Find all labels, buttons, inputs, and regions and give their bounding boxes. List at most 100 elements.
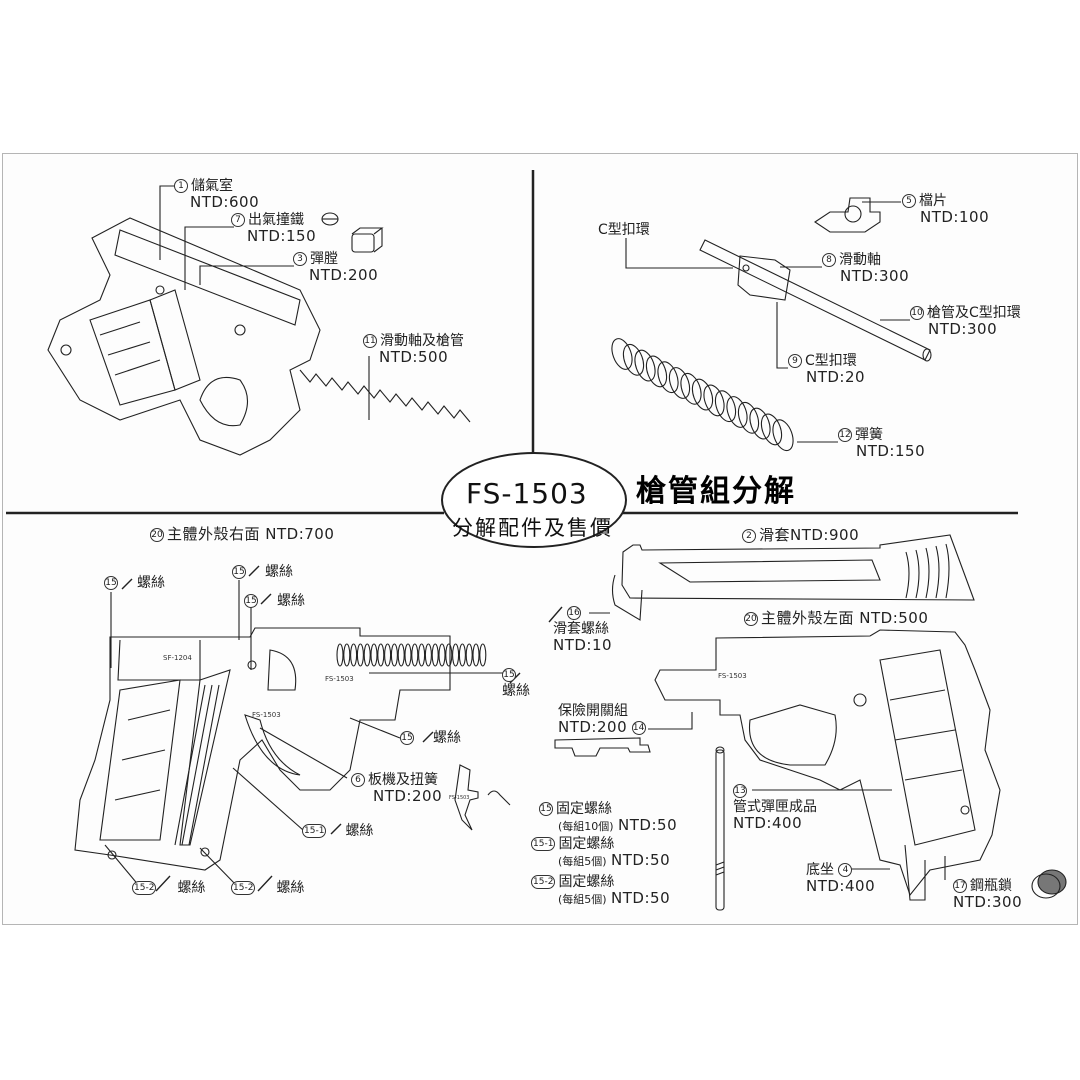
part-price: NTD:50 — [618, 816, 678, 834]
part-price: NTD:600 — [190, 193, 260, 211]
model-subtitle: 分解配件及售價 — [452, 516, 613, 540]
spring-coil — [472, 643, 480, 667]
frame-stamp: SF-1204 — [163, 654, 192, 662]
part-quantity: (每組5個) — [558, 893, 607, 906]
spring-coil — [356, 643, 364, 667]
leader-6 — [259, 727, 348, 779]
screw-icons — [121, 565, 563, 892]
part-price: NTD:150 — [247, 227, 317, 245]
part-label-14: 保險開關組 NTD:200 14 — [558, 703, 649, 736]
safety-switch-drawing — [554, 737, 651, 757]
frame-stamp: FS-1503 — [325, 675, 354, 683]
spring-coil — [390, 643, 398, 667]
screw-text: 螺絲 — [276, 880, 305, 896]
part-name: 滑套螺絲 — [553, 621, 609, 637]
trigger-stamp: FS-1503 — [449, 795, 470, 801]
spring-coil — [343, 643, 351, 667]
spring-coil — [397, 643, 405, 667]
spring-coil — [714, 390, 737, 423]
right-shell-text: 主體外殼右面 NTD:700 — [167, 525, 335, 543]
spring-coil — [760, 413, 783, 446]
part-number-badge: 12 — [838, 428, 852, 442]
spring-coil — [384, 643, 392, 667]
part-number-badge: 6 — [351, 773, 365, 787]
spring-coil — [634, 349, 656, 382]
part-number-badge: 15-2 — [132, 881, 157, 895]
part-number-badge: 14 — [631, 721, 646, 735]
part-price: NTD:10 — [553, 636, 613, 654]
part-number-badge: 15 — [244, 594, 258, 608]
chamber-part-drawing — [351, 227, 384, 253]
part-number-badge: 15 — [502, 668, 516, 682]
part-price: NTD:300 — [928, 320, 998, 338]
part-number-badge: 8 — [822, 253, 836, 267]
part-price: NTD:200 — [309, 266, 379, 284]
model-title: FS-1503 — [466, 477, 588, 510]
spring-coil — [411, 643, 419, 667]
leader-14 — [648, 712, 693, 730]
magazine-tube-drawing — [715, 746, 725, 911]
screw-label: 15-1 螺絲 — [302, 823, 373, 839]
part-number-badge: 15-1 — [302, 824, 327, 838]
screw-text: 螺絲 — [345, 823, 374, 839]
leader-c-ring-top — [625, 238, 733, 269]
part-number-badge: 3 — [293, 252, 307, 266]
recoil-spring-drawing — [611, 338, 794, 452]
spring-coil — [645, 355, 668, 388]
slide-axle-drawing — [737, 255, 791, 301]
part-name: 固定螺絲 — [558, 874, 615, 890]
part-number-badge: 15-2 — [531, 875, 556, 889]
part-name: 滑動軸及槍管 — [380, 333, 464, 349]
part-price: NTD:50 — [611, 889, 671, 907]
spring-coil — [458, 643, 466, 667]
spring-coil — [438, 643, 446, 667]
part-quantity: (每組5個) — [558, 855, 607, 868]
spring-coil — [465, 643, 473, 667]
spring-coil — [691, 378, 714, 411]
slide-drawing — [611, 534, 975, 621]
chamber-spring-drawing — [299, 369, 471, 423]
part-number-badge: 1 — [174, 179, 188, 193]
spring-coil — [622, 343, 645, 376]
part-name: 儲氣室 — [191, 178, 233, 194]
frame-stamp: FS-1503 — [252, 711, 281, 719]
part-price: NTD:300 — [840, 267, 910, 285]
spring-coil — [657, 361, 679, 394]
title-ellipse — [441, 452, 627, 548]
part-number-badge: 16 — [567, 606, 581, 620]
spring-coil — [680, 372, 702, 405]
part-name: 滑動軸 — [839, 252, 881, 268]
part-price: NTD:500 — [379, 348, 449, 366]
frame-right-shell-drawing — [74, 627, 451, 871]
part-number-badge: 7 — [231, 213, 245, 227]
leader-screw-e — [349, 717, 401, 739]
frame-stamp: FS-1503 — [718, 672, 747, 680]
part-name: 彈簧 — [855, 427, 883, 443]
part-number-badge: 10 — [910, 306, 924, 320]
leader-15-2-a — [104, 844, 141, 888]
screw-text: 螺絲 — [137, 575, 165, 591]
part-price: NTD:400 — [733, 814, 803, 832]
part-price: NTD:50 — [611, 851, 671, 869]
right-shell-spring-drawing — [336, 643, 487, 667]
part-name: 保險開關組 — [558, 703, 628, 719]
part-name: 固定螺絲 — [556, 801, 612, 817]
leader-1 — [159, 185, 175, 260]
frame-left-shell-drawing — [654, 629, 1001, 901]
spring-coil — [611, 338, 633, 370]
slide-text: 滑套NTD:900 — [759, 526, 860, 544]
c-ring-callout: C型扣環 — [598, 222, 650, 238]
